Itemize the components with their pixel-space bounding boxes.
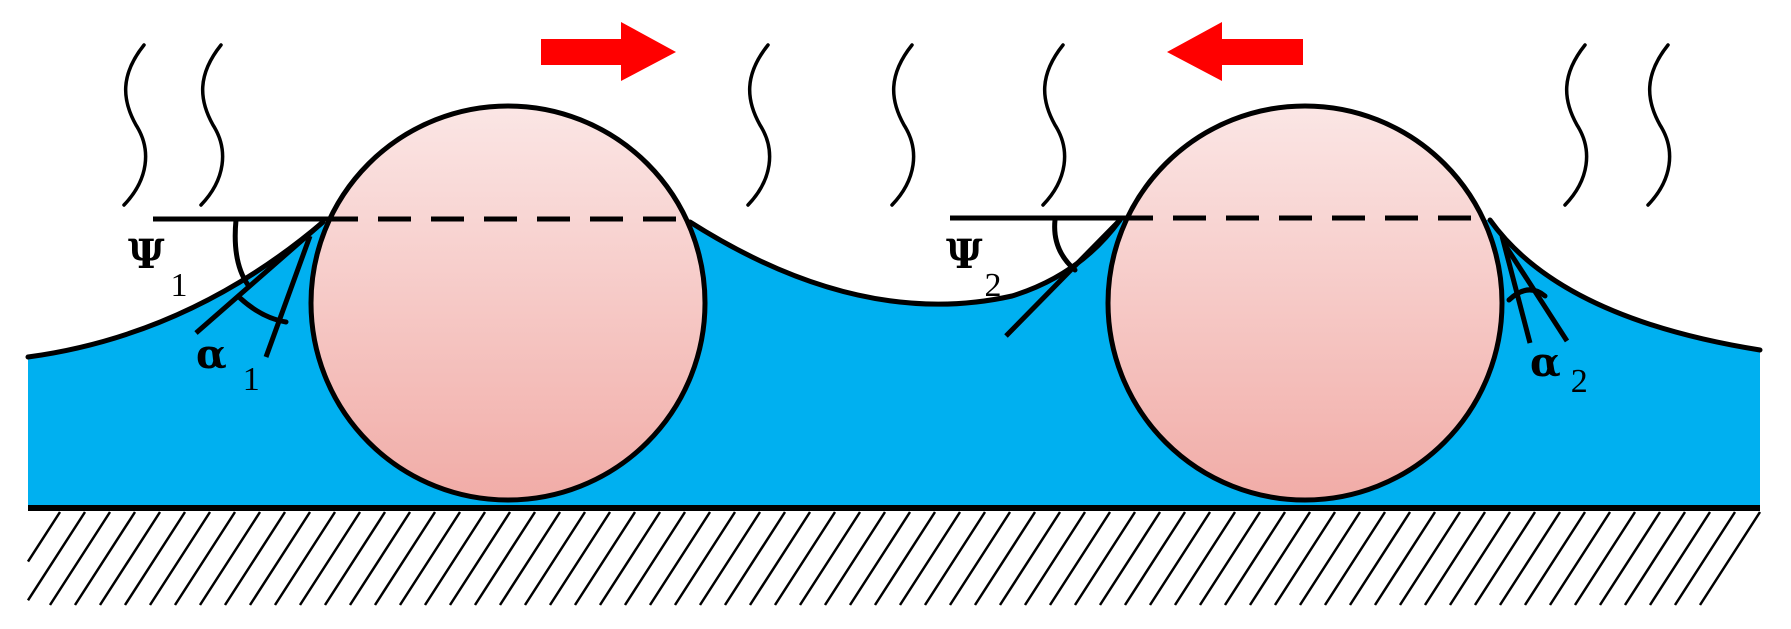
hatch-line xyxy=(498,511,562,606)
vapor-line xyxy=(890,43,916,207)
hatch-line xyxy=(1423,511,1487,606)
hatch-line xyxy=(1523,511,1587,606)
hatch-line xyxy=(848,511,912,606)
hatch-line xyxy=(1073,511,1137,606)
hatch-line xyxy=(348,511,412,606)
hatch-line xyxy=(898,511,962,606)
hatch-line xyxy=(698,511,762,606)
hatch-line xyxy=(873,511,937,606)
arrow-left xyxy=(1167,22,1303,81)
vapor-line xyxy=(1041,43,1067,207)
substrate-hatching xyxy=(26,511,1762,606)
hatch-line xyxy=(1398,511,1462,606)
vapor-lines xyxy=(122,43,1672,207)
hatch-line xyxy=(1548,511,1612,606)
hatch-line xyxy=(1223,511,1287,606)
hatch-line xyxy=(373,511,437,606)
hatch-line xyxy=(923,511,987,606)
hatch-line xyxy=(548,511,612,606)
hatch-line xyxy=(423,511,487,606)
hatch-line xyxy=(723,511,787,606)
hatch-line xyxy=(1148,511,1212,606)
hatch-line xyxy=(1048,511,1112,606)
hatch-line xyxy=(823,511,887,606)
label-alpha1: α1 xyxy=(196,331,260,398)
hatch-line xyxy=(623,511,687,606)
particle-left xyxy=(308,103,708,503)
meniscus-right-outer xyxy=(1487,217,1763,353)
hatch-line xyxy=(1123,511,1187,606)
hatch-line xyxy=(148,511,212,606)
hatch-line xyxy=(523,511,587,606)
hatch-line xyxy=(26,511,87,602)
vapor-line xyxy=(746,43,772,207)
hatch-line xyxy=(598,511,662,606)
hatch-line xyxy=(1498,511,1562,606)
hatch-line xyxy=(948,511,1012,606)
hatch-line xyxy=(1698,511,1762,606)
hatch-line xyxy=(673,511,737,606)
hatch-line xyxy=(223,511,287,606)
hatch-line xyxy=(448,511,512,606)
angle-arc-psi1 xyxy=(232,217,251,288)
hatch-line xyxy=(273,511,337,606)
hatch-line xyxy=(48,511,112,606)
hatch-line xyxy=(123,511,187,606)
vapor-line xyxy=(1646,43,1672,207)
hatch-line xyxy=(748,511,812,606)
hatch-line xyxy=(98,511,162,606)
hatch-line xyxy=(1298,511,1362,606)
hatch-line xyxy=(173,511,237,606)
hatch-line xyxy=(1173,511,1237,606)
hatch-line xyxy=(473,511,537,606)
angle-arc-psi2 xyxy=(1052,217,1078,273)
vapor-line xyxy=(1563,43,1589,207)
particle-right xyxy=(1105,103,1505,503)
angle-arc-alpha2 xyxy=(1506,287,1548,303)
hatch-line xyxy=(398,511,462,606)
label-psi1: Ψ1 xyxy=(128,231,188,304)
hatch-line xyxy=(798,511,862,606)
hatch-line xyxy=(648,511,712,606)
arrow-right xyxy=(541,22,676,81)
vapor-line xyxy=(199,43,225,207)
vapor-line xyxy=(122,43,148,207)
hatch-line xyxy=(1348,511,1412,606)
hatch-line xyxy=(1248,511,1312,606)
hatch-line xyxy=(998,511,1062,606)
tangent-particle-right xyxy=(1499,235,1533,344)
hatch-line xyxy=(573,511,637,606)
tangent-liquid-left xyxy=(194,220,325,335)
tangent-particle-left xyxy=(263,235,313,358)
hatch-line xyxy=(1623,511,1687,606)
hatch-line xyxy=(773,511,837,606)
hatch-line xyxy=(1098,511,1162,606)
tangent-liquid-right xyxy=(1004,218,1122,338)
hatch-line xyxy=(248,511,312,606)
hatch-line xyxy=(1198,511,1262,606)
hatch-line xyxy=(1648,511,1712,606)
hatch-line xyxy=(323,511,387,606)
hatch-line xyxy=(1448,511,1512,606)
hatch-line xyxy=(1598,511,1662,606)
hatch-line xyxy=(298,511,362,606)
hatch-line xyxy=(1673,511,1737,606)
hatch-line xyxy=(1273,511,1337,606)
hatch-line xyxy=(973,511,1037,606)
hatch-line xyxy=(26,511,62,563)
hatch-line xyxy=(1023,511,1087,606)
label-psi2: Ψ2 xyxy=(946,231,1002,304)
hatch-line xyxy=(1473,511,1537,606)
hatch-line xyxy=(1573,511,1637,606)
angle-arc-alpha1 xyxy=(237,295,289,325)
hatch-line xyxy=(1373,511,1437,606)
hatch-line xyxy=(73,511,137,606)
hatch-line xyxy=(198,511,262,606)
hatch-line xyxy=(1323,511,1387,606)
